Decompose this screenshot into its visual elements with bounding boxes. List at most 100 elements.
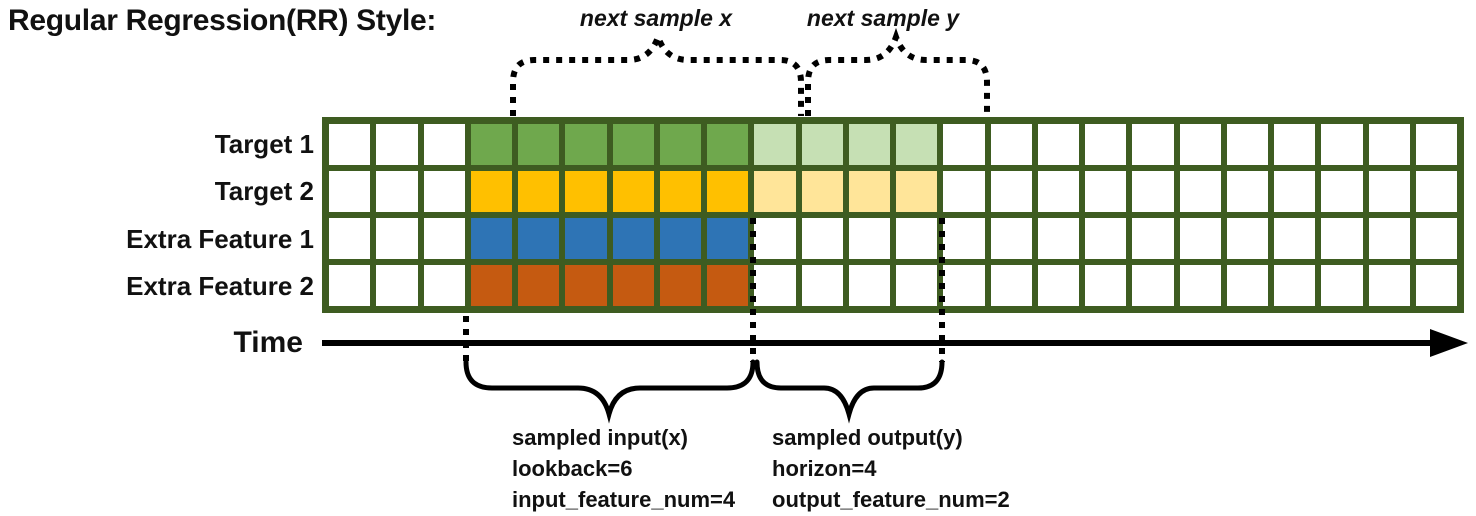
time-axis-label: Time bbox=[233, 326, 303, 359]
grid-cell bbox=[1085, 218, 1127, 259]
grid-cell bbox=[707, 265, 749, 306]
next-sample-y-label: next sample y bbox=[806, 5, 960, 31]
grid-cell bbox=[707, 124, 749, 165]
grid-cell bbox=[1368, 124, 1410, 165]
grid-cell bbox=[1132, 171, 1174, 212]
grid-cell bbox=[754, 171, 796, 212]
grid-cell bbox=[423, 218, 465, 259]
grid-cell bbox=[1368, 265, 1410, 306]
grid-cell bbox=[470, 171, 512, 212]
grid-cell bbox=[1321, 265, 1363, 306]
grid-cell bbox=[848, 124, 890, 165]
grid-cell bbox=[1368, 218, 1410, 259]
grid-cell bbox=[943, 124, 985, 165]
grid-cell bbox=[848, 265, 890, 306]
grid-cell bbox=[1321, 218, 1363, 259]
grid-cell bbox=[659, 124, 701, 165]
grid-cell bbox=[1179, 171, 1221, 212]
grid-cell bbox=[1179, 124, 1221, 165]
grid-cell bbox=[754, 124, 796, 165]
next-sample-x-brace bbox=[510, 27, 804, 116]
grid-cell bbox=[801, 124, 843, 165]
grid-cell bbox=[990, 218, 1032, 259]
output-feature-num-value: output_feature_num=2 bbox=[772, 487, 1010, 512]
grid-cell bbox=[1226, 265, 1268, 306]
grid-cell bbox=[376, 171, 418, 212]
grid-cell bbox=[659, 218, 701, 259]
row-label-extra-feature-1: Extra Feature 1 bbox=[126, 224, 314, 254]
grid-cell bbox=[329, 171, 371, 212]
grid-cell bbox=[754, 218, 796, 259]
lookback-value: lookback=6 bbox=[512, 456, 633, 481]
grid-cell bbox=[848, 171, 890, 212]
grid-cell bbox=[329, 265, 371, 306]
sampled-output-title: sampled output(y) bbox=[772, 425, 963, 450]
grid-cell bbox=[518, 124, 560, 165]
grid-cell bbox=[329, 124, 371, 165]
grid-cell bbox=[896, 218, 938, 259]
input-feature-num-value: input_feature_num=4 bbox=[512, 487, 736, 512]
grid-cell bbox=[707, 218, 749, 259]
grid-cell bbox=[1274, 218, 1316, 259]
grid-cell bbox=[1415, 124, 1457, 165]
row-label-target-1: Target 1 bbox=[214, 129, 314, 159]
grid-cell bbox=[1274, 171, 1316, 212]
grid-cell bbox=[1321, 124, 1363, 165]
grid-cell bbox=[896, 265, 938, 306]
grid-cell bbox=[423, 124, 465, 165]
time-arrow-head bbox=[1430, 329, 1468, 357]
grid-cell bbox=[943, 265, 985, 306]
grid-cell bbox=[1226, 171, 1268, 212]
grid-cell bbox=[1179, 218, 1221, 259]
grid-cell bbox=[329, 218, 371, 259]
grid-cell bbox=[801, 171, 843, 212]
sampled-input-title: sampled input(x) bbox=[512, 425, 689, 450]
grid-cell bbox=[801, 218, 843, 259]
grid-cell bbox=[376, 124, 418, 165]
grid-cell bbox=[943, 171, 985, 212]
grid-cell bbox=[612, 265, 654, 306]
horizon-value: horizon=4 bbox=[772, 456, 877, 481]
sampled-input-info: sampled input(x) lookback=6 input_featur… bbox=[512, 422, 735, 515]
grid-cell bbox=[423, 171, 465, 212]
sampled-output-info: sampled output(y) horizon=4 output_featu… bbox=[772, 422, 1010, 515]
row-label-target-2: Target 2 bbox=[214, 176, 314, 206]
grid-cell bbox=[612, 218, 654, 259]
grid-cell bbox=[470, 124, 512, 165]
grid-cell bbox=[1132, 265, 1174, 306]
grid-cell bbox=[1037, 218, 1079, 259]
grid-cell bbox=[565, 265, 607, 306]
grid-cell bbox=[1037, 124, 1079, 165]
grid-cell bbox=[1415, 265, 1457, 306]
grid-cell bbox=[1368, 171, 1410, 212]
grid-cell bbox=[518, 218, 560, 259]
grid-cell bbox=[376, 218, 418, 259]
grid-cell bbox=[1321, 171, 1363, 212]
grid-cell bbox=[612, 124, 654, 165]
sample-grid bbox=[322, 117, 1464, 313]
grid-cell bbox=[896, 171, 938, 212]
grid-cell bbox=[470, 265, 512, 306]
grid-cell bbox=[1132, 124, 1174, 165]
grid-cell bbox=[990, 124, 1032, 165]
grid-cell bbox=[990, 265, 1032, 306]
grid-cell bbox=[754, 265, 796, 306]
grid-cell bbox=[801, 265, 843, 306]
grid-cell bbox=[565, 124, 607, 165]
grid-cell bbox=[1179, 265, 1221, 306]
next-sample-y-brace bbox=[805, 27, 990, 116]
grid-cell bbox=[423, 265, 465, 306]
grid-cell bbox=[376, 265, 418, 306]
grid-cell bbox=[1037, 265, 1079, 306]
grid-cell bbox=[612, 171, 654, 212]
grid-cell bbox=[707, 171, 749, 212]
grid-cell bbox=[565, 171, 607, 212]
sampled-output-brace bbox=[754, 359, 945, 424]
grid-cell bbox=[518, 265, 560, 306]
grid-cell bbox=[1274, 265, 1316, 306]
grid-cell bbox=[848, 218, 890, 259]
grid-cell bbox=[659, 265, 701, 306]
grid-cell bbox=[943, 218, 985, 259]
sampled-input-brace bbox=[463, 359, 756, 424]
grid-cell bbox=[565, 218, 607, 259]
